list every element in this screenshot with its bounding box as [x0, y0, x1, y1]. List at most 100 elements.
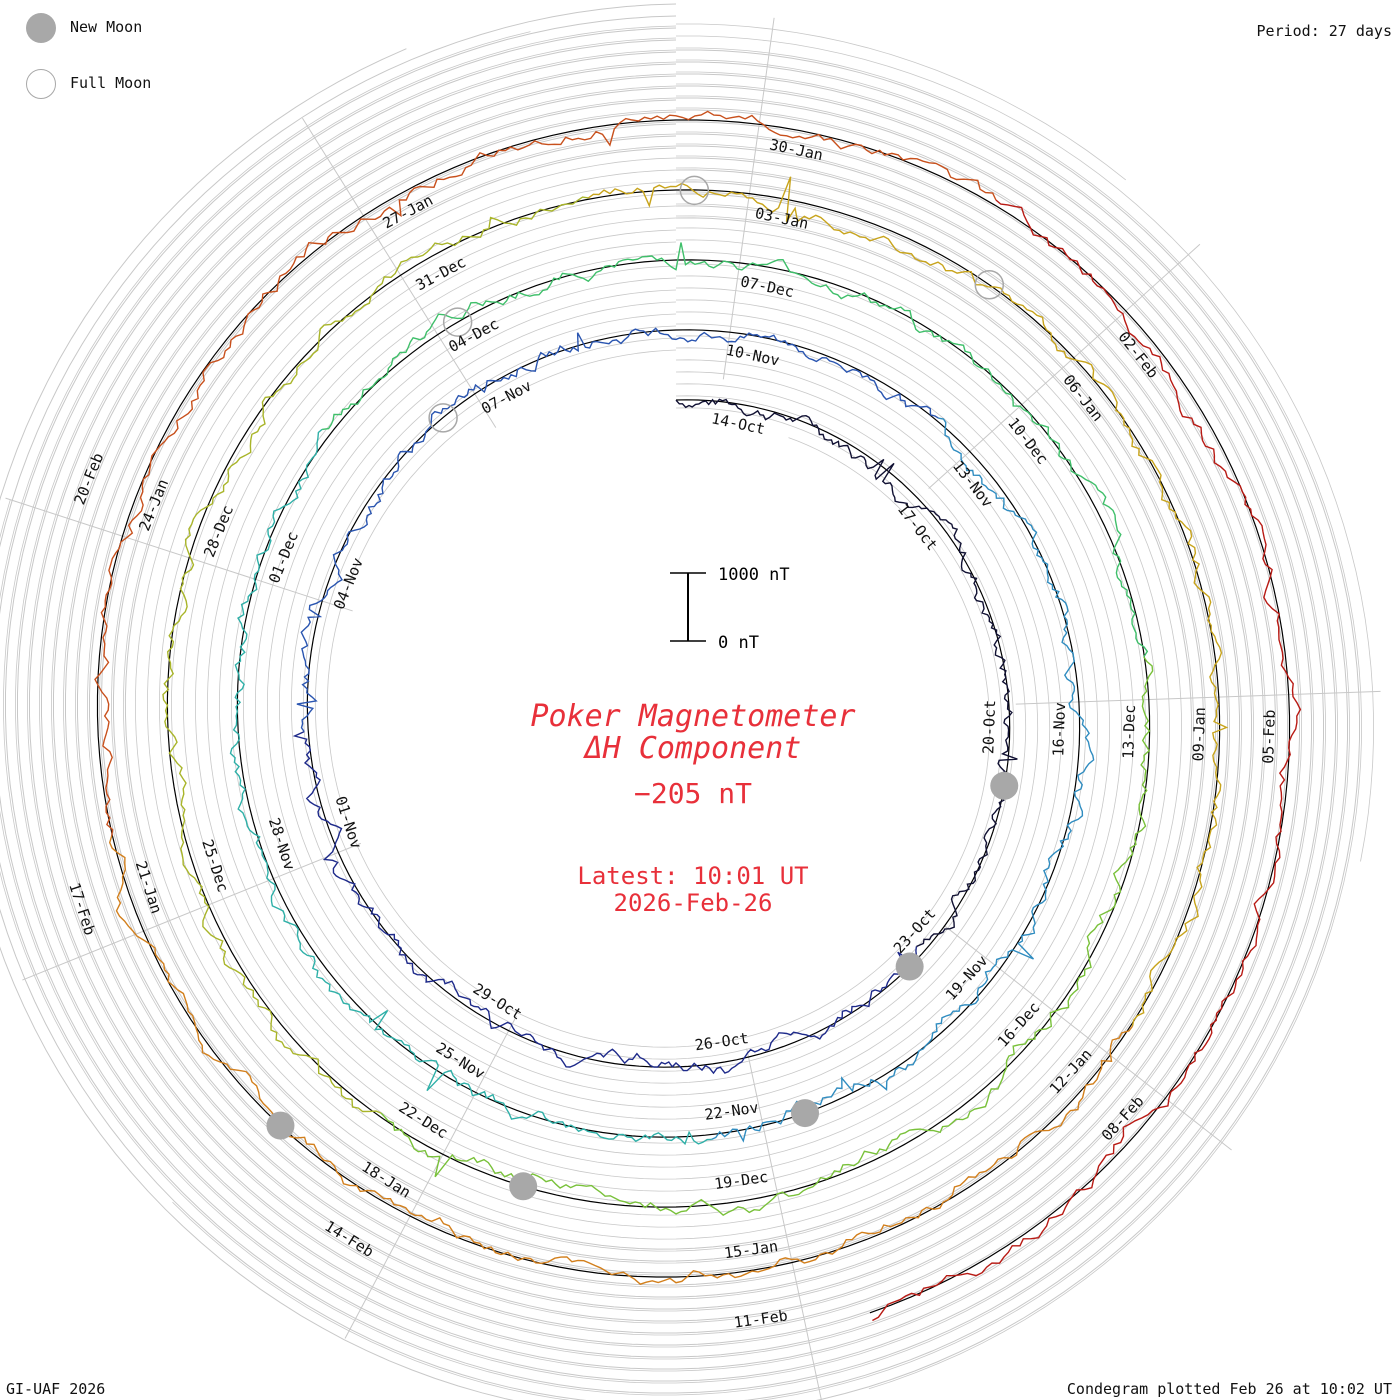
trace-segment	[229, 428, 712, 1146]
grid-ring	[134, 157, 1183, 1240]
chart-title: Poker Magnetometer	[530, 699, 855, 734]
scale-top-label: 1000 nT	[718, 565, 790, 585]
day-label: 30-Jan	[768, 135, 825, 164]
grid-ring	[51, 73, 1266, 1324]
credit-label: GI-UAF 2026	[6, 1380, 106, 1398]
trace-segment	[94, 110, 997, 837]
day-label: 15-Jan	[723, 1237, 779, 1262]
current-value: −205 nT	[634, 777, 752, 810]
grid-ring	[676, 35, 1374, 862]
grid-ring	[122, 145, 1195, 1252]
grid-ring	[89, 111, 1229, 1286]
grid-ring	[101, 123, 1217, 1274]
grid-ring	[676, 23, 1127, 181]
day-label: 10-Nov	[724, 341, 781, 370]
trace-segment	[162, 196, 589, 1114]
day-label: 28-Nov	[265, 815, 299, 872]
grid-ring	[111, 133, 1207, 1264]
grid-ring	[314, 337, 1003, 1060]
day-label: 22-Dec	[396, 1098, 451, 1142]
trace-segment	[296, 327, 939, 733]
trace-segment	[587, 176, 1229, 1027]
day-spoke	[5, 497, 353, 612]
grid-ring	[676, 47, 1362, 1390]
grid-ring	[218, 241, 1099, 1156]
new-moon-marker	[791, 1099, 820, 1128]
scale-bar: 1000 nT 0 nT	[670, 565, 790, 653]
day-label: 12-Jan	[1046, 1045, 1096, 1097]
day-label: 17-Oct	[894, 500, 942, 554]
trace-segment	[711, 417, 1095, 1143]
new-moon-marker	[509, 1172, 538, 1201]
grid-ring	[41, 63, 1276, 1334]
legend-new-moon-label: New Moon	[70, 18, 143, 36]
day-spoke	[301, 117, 497, 428]
grid-ring	[124, 147, 1193, 1250]
grid-ring	[326, 349, 991, 1048]
day-spoke	[1015, 690, 1381, 705]
trace-segment	[872, 199, 1302, 1322]
full-moon-icon	[26, 69, 56, 99]
chart-subtitle: ΔH Component	[583, 731, 802, 766]
latest-time: Latest: 10:01 UT	[577, 862, 808, 890]
day-label: 10-Dec	[1004, 414, 1052, 468]
day-label: 31-Dec	[413, 253, 469, 294]
grid-ring	[158, 181, 1159, 1216]
scale-bottom-label: 0 nT	[718, 633, 759, 653]
grid-ring	[278, 301, 1039, 1096]
grid-ring	[99, 121, 1219, 1276]
day-label: 19-Dec	[713, 1168, 769, 1193]
grid-ring	[266, 289, 1051, 1108]
grid-ring	[17, 39, 1300, 1358]
day-spoke	[746, 1048, 822, 1400]
full-moon-marker	[679, 175, 710, 206]
day-label: 25-Dec	[198, 837, 232, 894]
grid-ring	[146, 169, 1171, 1228]
latest-date: 2026-Feb-26	[614, 889, 773, 917]
day-label: 09-Jan	[1189, 707, 1209, 762]
trace-segment	[322, 242, 1149, 658]
grid-ring	[230, 253, 1087, 1144]
day-label: 05-Feb	[1259, 709, 1279, 764]
grid-ring	[194, 217, 1123, 1180]
grid-ring	[0, 48, 1348, 1400]
day-label: 20-Oct	[979, 700, 999, 755]
day-label: 22-Nov	[703, 1098, 759, 1123]
trace-segment	[292, 730, 918, 1075]
grid-ring	[242, 265, 1075, 1132]
grid-ring	[170, 193, 1147, 1204]
grid-ring	[65, 87, 1252, 1310]
full-moon-marker	[428, 403, 458, 433]
day-label: 11-Feb	[733, 1306, 789, 1331]
legend-full-moon-label: Full Moon	[70, 74, 152, 92]
day-label: 07-Dec	[739, 272, 796, 301]
full-moon-marker	[974, 270, 1005, 300]
trace-segment	[108, 835, 1134, 1285]
day-label: 18-Jan	[359, 1158, 414, 1202]
grid-ring	[53, 75, 1264, 1322]
grid-ring	[290, 313, 1027, 1084]
new-moon-marker	[266, 1111, 295, 1140]
day-spoke	[928, 243, 1201, 489]
grid-ring	[172, 59, 1350, 1400]
new-moon-marker	[990, 771, 1019, 800]
trace-segment	[380, 656, 1154, 1217]
day-spoke	[722, 17, 775, 380]
grid-ring	[77, 99, 1240, 1298]
new-moon-marker	[895, 952, 924, 981]
grid-ring	[63, 85, 1254, 1312]
spiral-grid	[0, 3, 1374, 1400]
baseline-spiral-line	[96, 119, 1291, 1314]
grid-ring	[3, 25, 1314, 1372]
day-label: 14-Oct	[710, 409, 767, 438]
day-label: 13-Nov	[949, 457, 997, 511]
grid-ring	[113, 135, 1205, 1262]
baseline-spiral	[96, 119, 1291, 1314]
plotted-timestamp: Condegram plotted Feb 26 at 10:02 UT	[1066, 1380, 1392, 1398]
day-label: 19-Nov	[942, 952, 992, 1004]
day-label: 06-Jan	[1059, 371, 1107, 425]
day-label: 16-Nov	[1049, 702, 1069, 757]
grid-ring	[206, 229, 1111, 1168]
grid-ring	[0, 49, 1360, 1400]
